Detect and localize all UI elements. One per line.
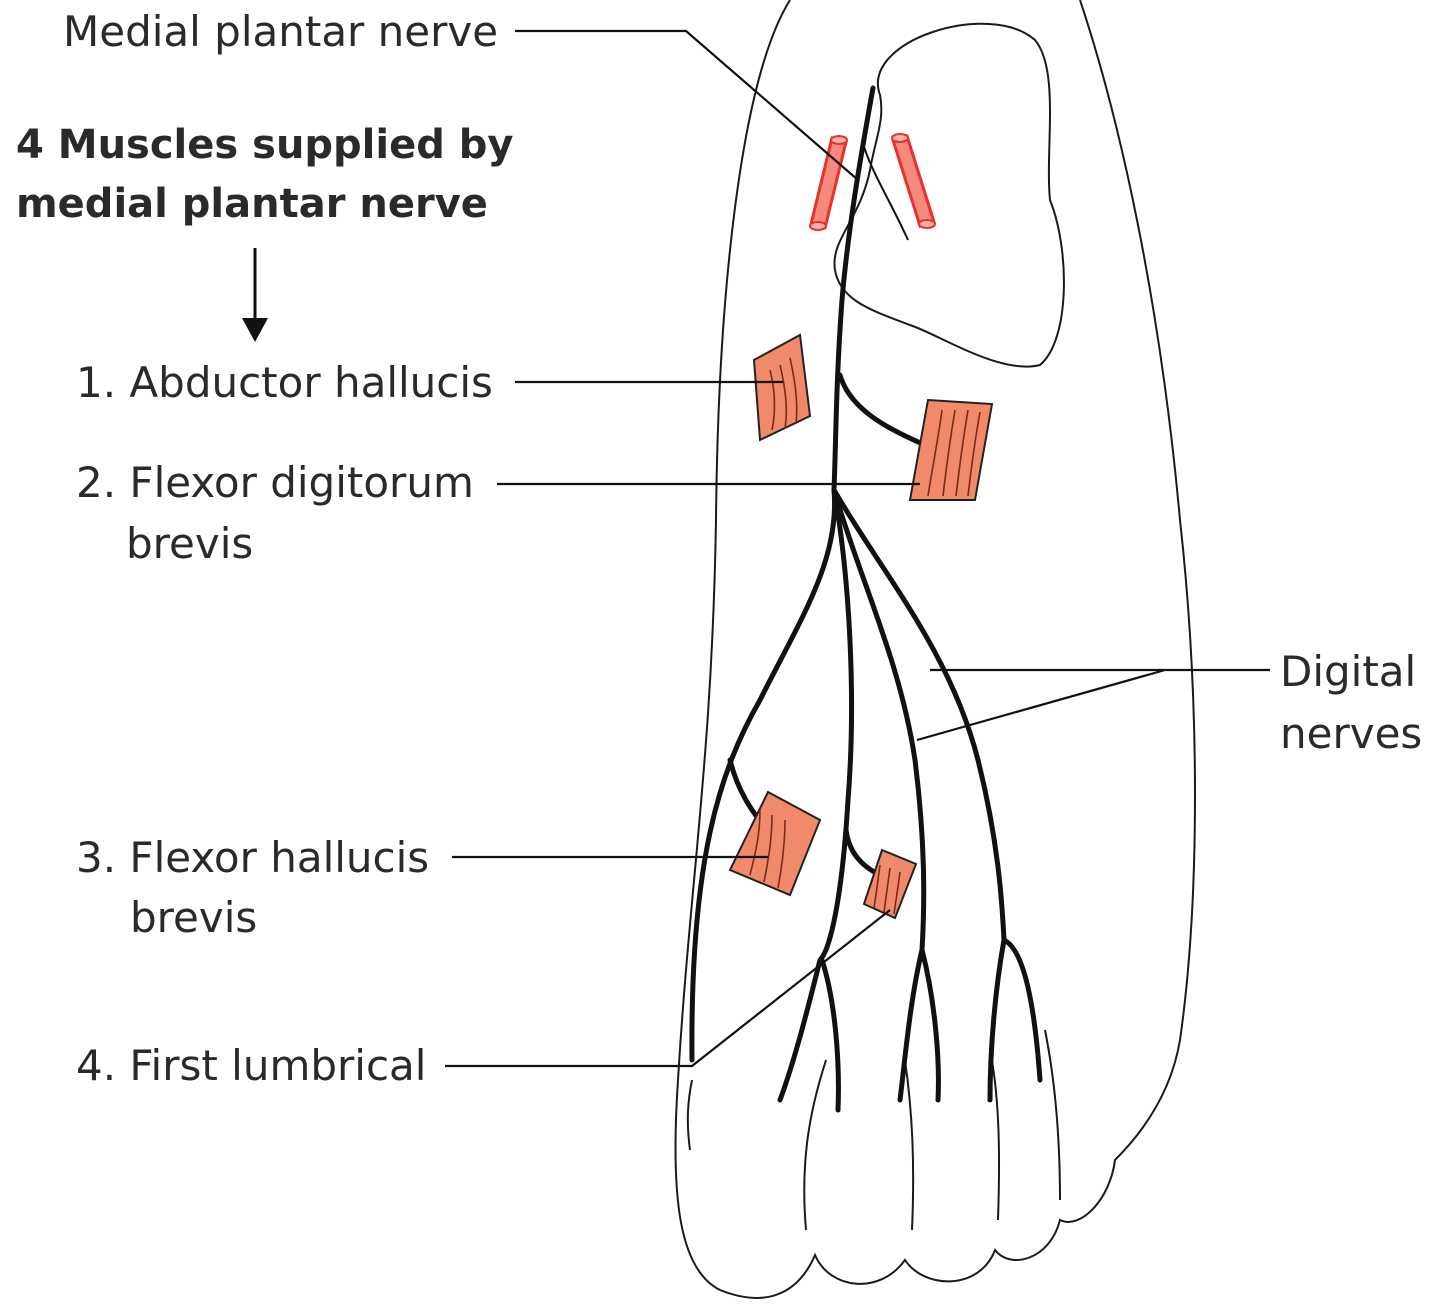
label-flexor-hallucis-line-1: 3. Flexor hallucis xyxy=(76,833,429,882)
label-medial-plantar-nerve: Medial plantar nerve xyxy=(63,7,498,56)
label-digital-line-2: nerves xyxy=(1280,709,1422,758)
toe-line-1 xyxy=(804,1060,826,1230)
nerve-branch-fdb xyxy=(840,375,925,445)
heading-line-1: 4 Muscles supplied by xyxy=(16,122,514,168)
label-flexor-digitorum-line-2: brevis xyxy=(126,519,253,568)
down-arrow-icon xyxy=(242,248,268,342)
heel-outline xyxy=(834,24,1063,367)
label-flexor-hallucis-line-2: brevis xyxy=(130,893,257,942)
muscle-flexor-digitorum-brevis xyxy=(910,400,992,500)
label-flexor-digitorum-line-1: 2. Flexor digitorum xyxy=(76,458,474,507)
toe-line-4 xyxy=(1045,1030,1060,1200)
digital-nerve-2b xyxy=(922,950,938,1100)
digital-nerve-3b xyxy=(1004,940,1040,1080)
vessel-left xyxy=(810,136,847,230)
digital-nerve-1b xyxy=(822,960,838,1110)
leader-medial-plantar-nerve xyxy=(515,31,858,180)
muscle-first-lumbrical xyxy=(864,850,916,918)
nerve-to-medial-toe xyxy=(692,490,835,1060)
toe-line-2 xyxy=(905,1060,913,1230)
label-abductor-hallucis: 1. Abductor hallucis xyxy=(76,358,493,407)
toe-line-5 xyxy=(688,1080,692,1150)
leader-first-lumbrical xyxy=(445,910,890,1066)
muscle-flexor-hallucis-brevis xyxy=(730,792,820,895)
muscle-abductor-hallucis xyxy=(754,335,810,440)
vessel-right xyxy=(892,134,935,228)
heading-line-2: medial plantar nerve xyxy=(16,181,488,227)
label-first-lumbrical: 4. First lumbrical xyxy=(76,1041,426,1090)
label-digital-line-1: Digital xyxy=(1280,647,1416,696)
